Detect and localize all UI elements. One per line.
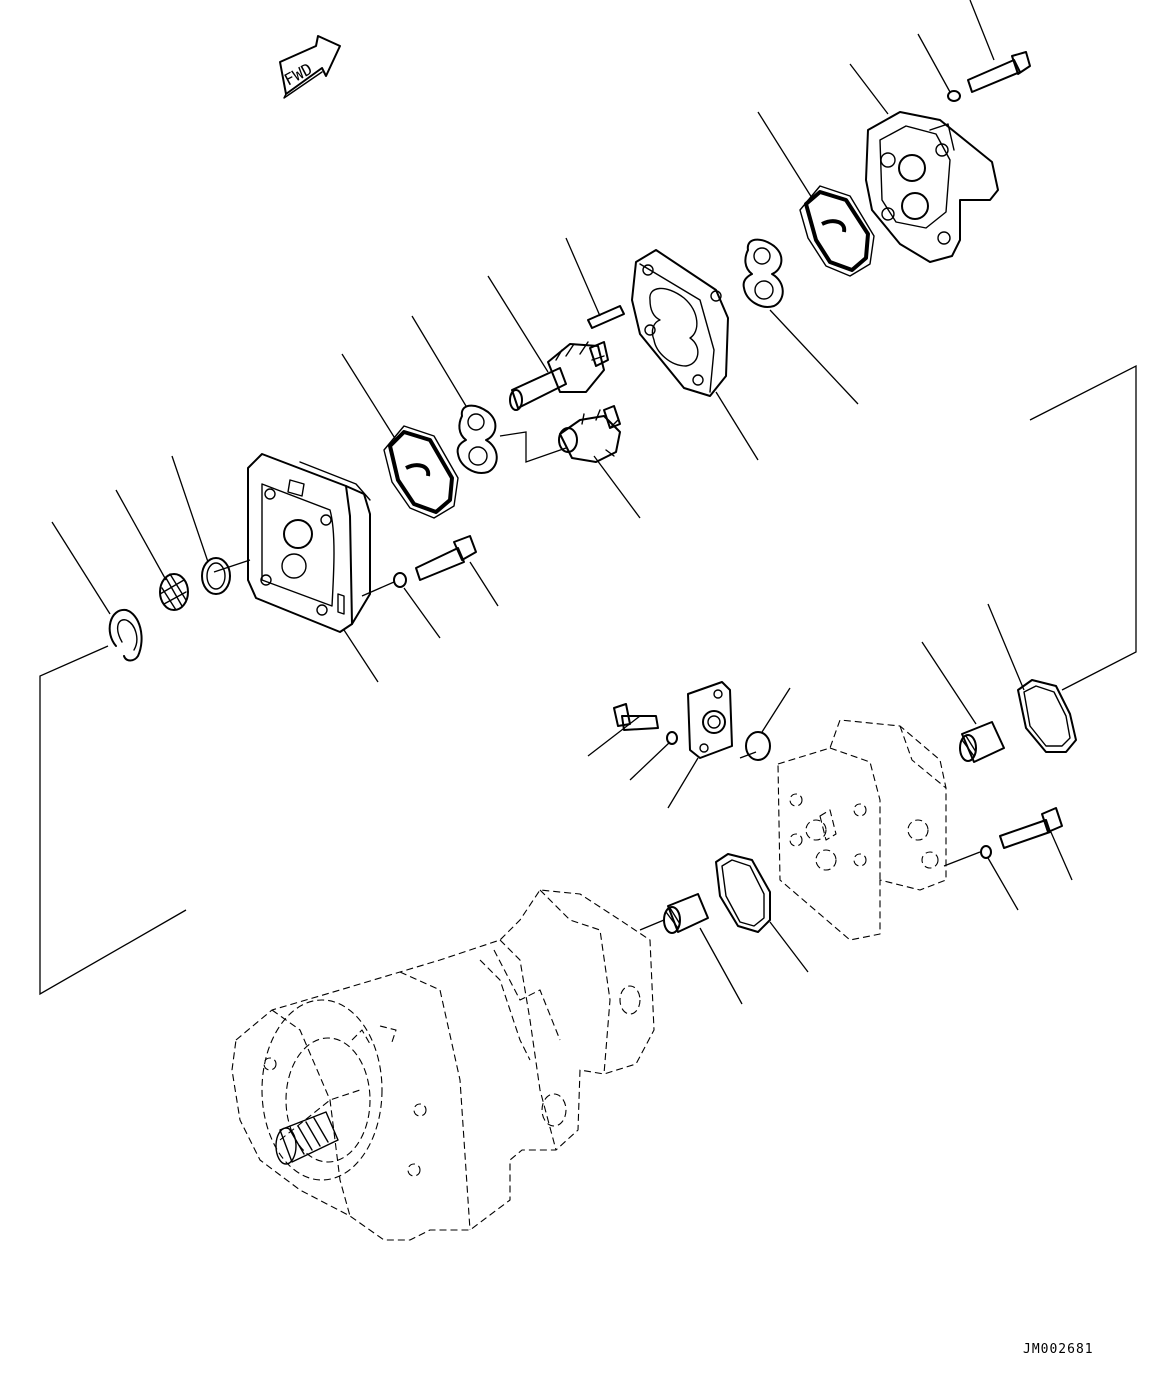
driven-gear xyxy=(558,405,621,463)
rear-bearing xyxy=(959,721,1005,763)
cover-bolt xyxy=(967,51,1031,93)
plate-bolt-washer xyxy=(393,572,407,588)
o-ring xyxy=(745,731,771,761)
gear-housing xyxy=(631,249,729,397)
wear-plate-lower xyxy=(456,404,498,474)
main-pump-assembly xyxy=(231,889,655,1241)
snap-ring xyxy=(108,608,143,662)
front-cover-plate xyxy=(247,453,371,633)
body-bolt xyxy=(999,807,1063,849)
input-shaft xyxy=(275,949,561,1165)
leader-lines xyxy=(39,0,1137,1005)
fwd-label: FWD xyxy=(281,59,315,89)
flange-bolt xyxy=(613,703,659,731)
dowel-pin xyxy=(587,305,625,329)
rear-seal-gasket xyxy=(1017,679,1077,753)
cover-seal-gasket xyxy=(799,185,875,277)
rear-cover xyxy=(865,111,999,263)
cover-flange xyxy=(687,681,733,759)
oil-seal-ring xyxy=(201,557,231,595)
forward-direction-arrow-icon: FWD xyxy=(279,35,341,99)
drive-gear-shaft xyxy=(509,341,609,411)
front-bearing xyxy=(159,573,189,611)
rear-pump-section xyxy=(777,719,947,941)
housing-seal-gasket xyxy=(383,425,459,519)
plate-bolt xyxy=(415,535,477,581)
section-bearing xyxy=(663,893,709,934)
section-seal-gasket xyxy=(715,853,771,933)
bolt-washer xyxy=(947,90,961,102)
body-bolt-washer xyxy=(980,845,992,859)
drawing-code: JM002681 xyxy=(1023,1342,1094,1357)
wear-plate-upper xyxy=(742,238,784,308)
flange-washer xyxy=(666,731,678,745)
